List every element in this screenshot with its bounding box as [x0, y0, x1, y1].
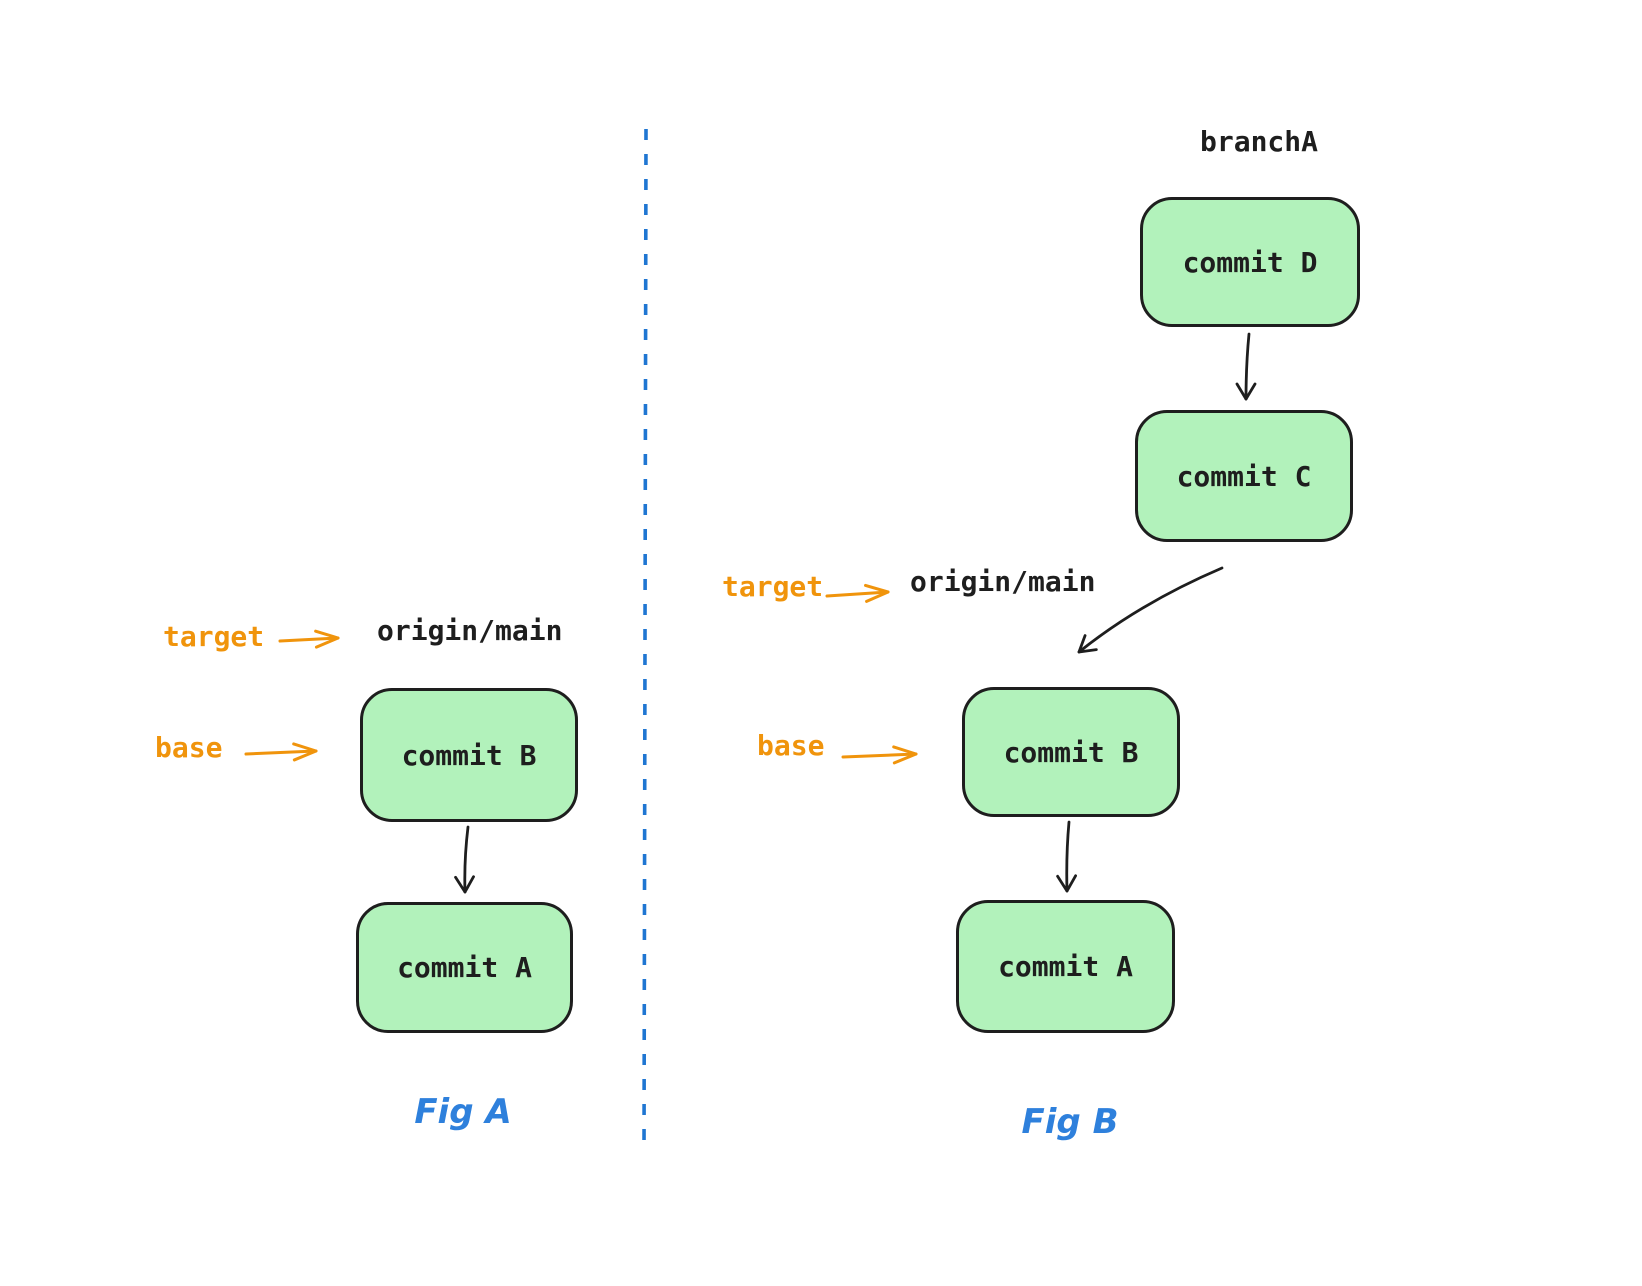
- fig-b-commit-b-to-a-arrow: [1056, 820, 1077, 893]
- figure-divider-line: [642, 128, 648, 1155]
- fig-b-commit-b-node: commit B: [962, 687, 1180, 817]
- fig-a-target-arrow: [278, 629, 340, 649]
- fig-b-branch-label: branchA: [1200, 125, 1319, 158]
- fig-b-base-arrow: [841, 745, 918, 765]
- fig-b-commit-d-node: commit D: [1140, 197, 1360, 327]
- fig-a-base-label: base: [155, 731, 223, 764]
- fig-a-commit-b-node: commit B: [360, 688, 578, 822]
- fig-b-target-label: target: [722, 570, 824, 603]
- fig-b-commit-a-node: commit A: [956, 900, 1175, 1033]
- fig-a-target-label: target: [163, 620, 265, 653]
- fig-b-base-label: base: [757, 729, 825, 762]
- fig-b-target-arrow: [825, 583, 890, 603]
- fig-b-commit-c-to-b-curved-arrow: [1077, 566, 1224, 654]
- fig-b-caption: Fig B: [1021, 1102, 1119, 1142]
- fig-b-commit-b-label: commit B: [1003, 735, 1139, 769]
- fig-a-commit-a-label: commit A: [397, 951, 532, 984]
- fig-b-origin-main-label: origin/main: [910, 565, 1096, 598]
- fig-b-commit-a-label: commit A: [998, 950, 1133, 983]
- fig-b-commit-d-label: commit D: [1182, 245, 1318, 279]
- fig-a-commit-b-label: commit B: [401, 738, 537, 772]
- fig-b-commit-c-node: commit C: [1135, 410, 1353, 542]
- fig-b-commit-d-to-c-arrow: [1235, 332, 1257, 401]
- fig-a-base-arrow: [244, 742, 318, 762]
- fig-a-origin-main-label: origin/main: [377, 614, 563, 647]
- fig-a-commit-b-to-a-arrow: [454, 825, 475, 894]
- fig-a-commit-a-node: commit A: [356, 902, 573, 1033]
- fig-a-caption: Fig A: [414, 1092, 512, 1132]
- fig-b-commit-c-label: commit C: [1176, 459, 1312, 493]
